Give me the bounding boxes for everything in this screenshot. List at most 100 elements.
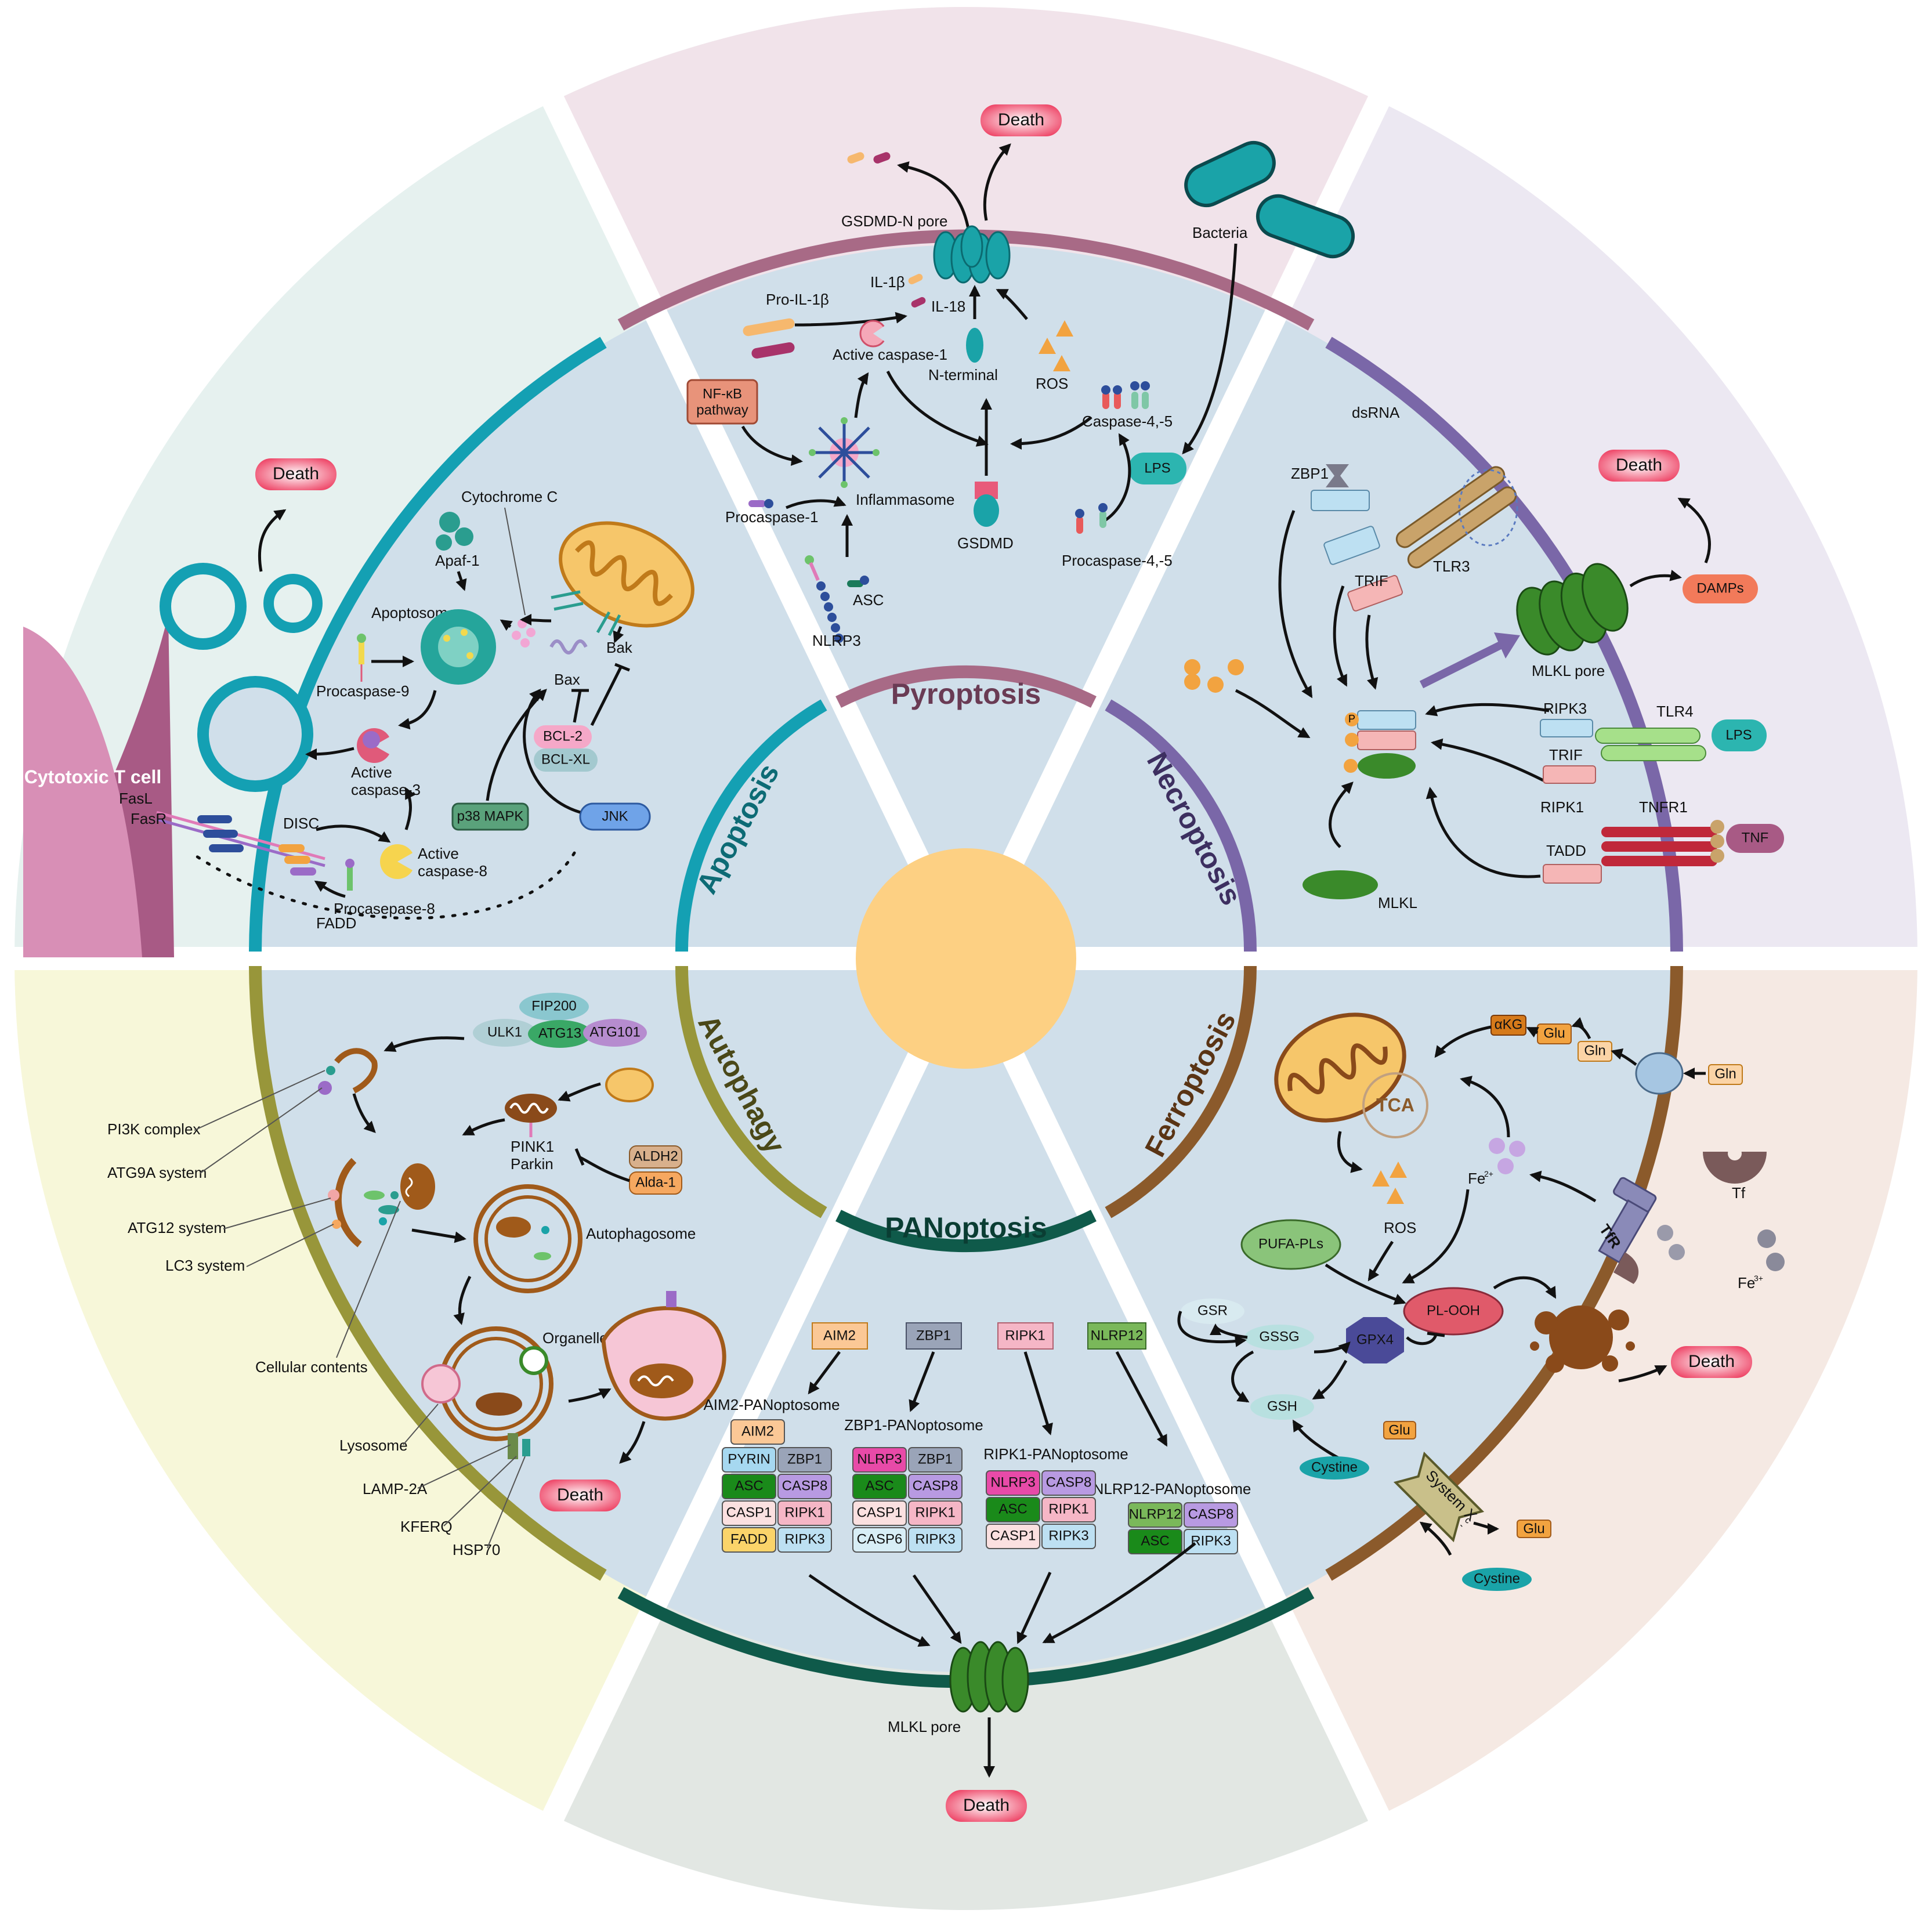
apaf1-label: Apaf-1 — [435, 552, 480, 569]
autophagosome-label: Autophagosome — [586, 1225, 696, 1242]
bax-bak-channels — [551, 590, 621, 636]
panoptosome-protein-label: ASC — [998, 1501, 1027, 1517]
apoptosome-icon — [421, 609, 496, 685]
glu-label: Glu — [1543, 1025, 1565, 1041]
death-badge — [540, 1480, 621, 1511]
ripoptosome-icon — [1344, 710, 1416, 779]
fas-receptor-complex — [156, 811, 325, 876]
asc-label: ASC — [853, 591, 884, 609]
panoptosome-protein-label: CASP8 — [782, 1478, 828, 1493]
ripk1-label: RIPK1 — [1540, 798, 1584, 816]
active-caspase8-label-1: Active — [418, 845, 459, 862]
il1b-label: IL-1β — [870, 273, 905, 291]
glu2-label: Glu — [1388, 1422, 1410, 1438]
panoptosome-protein-label: ASC — [865, 1478, 893, 1493]
panoptosome-protein-label: ZBP1 — [918, 1451, 953, 1467]
sensor-zbp1 — [906, 1322, 962, 1350]
ferroptotic-cell-icon — [1530, 1305, 1635, 1373]
bax-icon — [549, 639, 588, 654]
pro-il1b-label: Pro-IL-1β — [766, 291, 829, 308]
panoptosome-protein-cell — [908, 1474, 963, 1499]
panoptosome-protein-label: CASP8 — [1188, 1506, 1234, 1522]
lps-label: LPS — [1144, 460, 1170, 476]
active-caspase8-label-2: caspase-8 — [418, 862, 487, 880]
ulk1-label: ULK1 — [487, 1024, 522, 1040]
panoptosis-title: PANoptosis — [885, 1211, 1047, 1244]
disc-label: DISC — [283, 815, 319, 832]
death-label: Death — [963, 1796, 1010, 1815]
panoptosome-protein-cell — [777, 1474, 832, 1499]
fe-bound-icon — [1669, 1244, 1685, 1260]
panoptosome-protein-label: RIPK1 — [915, 1504, 955, 1520]
pufa-badge — [1240, 1219, 1341, 1270]
parkin-label: Parkin — [511, 1155, 553, 1173]
gsh-label: GSH — [1267, 1398, 1297, 1414]
plooh-badge — [1403, 1287, 1504, 1336]
atg101-label: ATG101 — [589, 1024, 641, 1040]
mlkl-pore-icon — [1516, 563, 1629, 656]
gsr-label: GSR — [1197, 1303, 1228, 1318]
pink1-label: PINK1 — [511, 1138, 554, 1155]
ros-icon — [1039, 320, 1073, 371]
autophagosome-icon — [473, 1184, 583, 1293]
sensor-nlrp12-label: NLRP12 — [1091, 1328, 1144, 1343]
atg13-badge — [528, 1020, 592, 1048]
tfr-icon — [1598, 1177, 1657, 1284]
tca-label: TCA — [1376, 1094, 1414, 1115]
apoptotic-body — [263, 574, 323, 633]
bclxl-badge — [534, 748, 598, 772]
fe3-icon — [1757, 1229, 1776, 1248]
p-label: P — [1348, 713, 1355, 725]
zbp1-label: ZBP1 — [1291, 465, 1329, 482]
ferroptosis-section: TCA αKG Glu Gln Gln ROS Fe 2+ — [1177, 1012, 1785, 1591]
bak-label: Bak — [606, 639, 633, 656]
panoptosome-protein-label: CASP8 — [1046, 1474, 1092, 1490]
trif-label: TRIF — [1355, 572, 1388, 589]
sensor-ripk1-label: RIPK1 — [1005, 1328, 1045, 1343]
panoptosome-protein-cell — [908, 1527, 963, 1553]
gssg-badge — [1244, 1325, 1314, 1350]
complex-ripk1-name: RIPK1-PANoptosome — [983, 1445, 1128, 1463]
cystine-badge — [1300, 1456, 1369, 1480]
p38-label: p38 MAPK — [457, 808, 524, 824]
atg12-label: ATG12 system — [128, 1219, 226, 1236]
complex-aim2-name: AIM2-PANoptosome — [703, 1396, 840, 1413]
panoptosis-section: AIM2 ZBP1 RIPK1 NLRP12 AIM2-PANoptosome … — [703, 1322, 1251, 1822]
lps-badge — [1712, 719, 1767, 751]
panoptosome-protein-label: RIPK3 — [1191, 1533, 1231, 1549]
title-arcs — [675, 665, 1257, 1253]
bcl2-label: BCL-2 — [543, 728, 583, 744]
gln-label: Gln — [1584, 1043, 1605, 1058]
panoptosome-protein-label: NLRP3 — [990, 1474, 1035, 1490]
caspase45-label: Caspase-4,-5 — [1082, 413, 1173, 430]
gpx4-badge — [1346, 1317, 1404, 1363]
gssg-label: GSSG — [1259, 1329, 1299, 1344]
kferq-label: KFERQ — [400, 1518, 453, 1535]
panoptosome-protein-cell — [1128, 1529, 1182, 1554]
tnf-label: TNF — [1742, 830, 1769, 845]
lps-label: LPS — [1725, 727, 1752, 743]
panoptosome-protein-cell — [722, 1500, 776, 1526]
tnfr1-label: TNFR1 — [1639, 798, 1688, 816]
cystine2-label: Cystine — [1474, 1571, 1520, 1586]
panoptosome-protein-cell — [777, 1447, 832, 1473]
system-xc-icon — [1393, 1451, 1485, 1543]
bacteria-label: Bacteria — [1192, 224, 1248, 241]
tlr4-label: TLR4 — [1656, 703, 1694, 720]
t-cell — [23, 627, 142, 957]
death-label: Death — [998, 110, 1044, 129]
death-badge — [1598, 450, 1680, 482]
panoptosome-top-cell — [730, 1419, 785, 1445]
procaspase45-label: Procaspase-4,-5 — [1062, 552, 1173, 569]
procaspase1-label: Procaspase-1 — [725, 508, 818, 526]
panoptosome-protein-cell — [986, 1470, 1040, 1496]
death-label: Death — [1688, 1352, 1735, 1371]
panoptosome-protein-cell — [1041, 1524, 1096, 1549]
tnf-badge — [1726, 824, 1784, 853]
pyroptosis-section: Death GSDMD-N pore IL-1β IL-18 Pro-IL-1β… — [686, 104, 1355, 649]
n-terminal-icon — [966, 328, 983, 363]
panoptosome-protein-cell — [852, 1447, 907, 1473]
autophagy-membrane — [249, 965, 607, 1581]
